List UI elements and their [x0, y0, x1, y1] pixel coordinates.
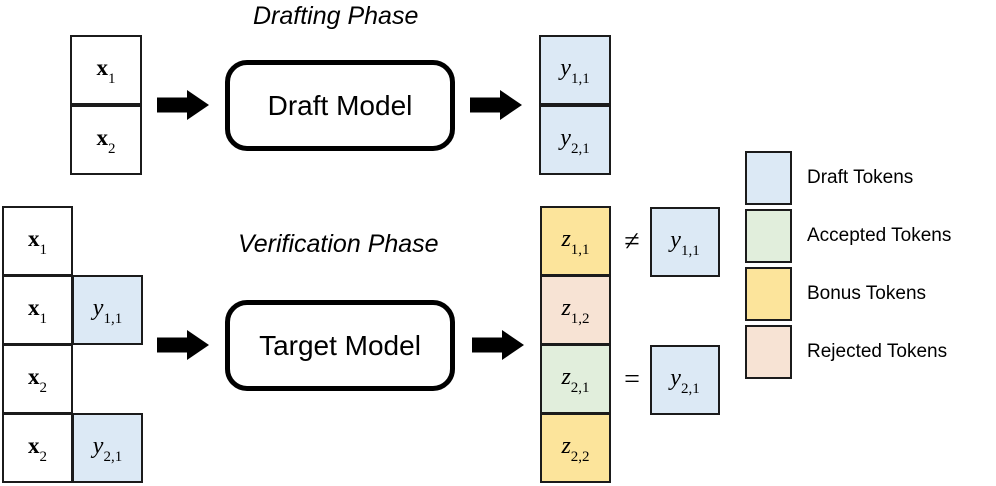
- token-label: z1,1: [561, 225, 590, 259]
- draft-model-box[interactable]: Draft Model: [225, 60, 455, 151]
- legend-label-bonus-tokens: Bonus Tokens: [807, 283, 927, 304]
- token-label: x1: [28, 294, 47, 328]
- token-label: y1,1: [92, 294, 123, 328]
- target-model-box[interactable]: Target Model: [225, 300, 455, 391]
- drafting-output-column: y1,1 y2,1: [539, 35, 611, 175]
- drafting-input-column: x1 x2: [70, 35, 142, 175]
- verification-output-cell-0: z1,1: [540, 206, 611, 276]
- token-label: y1,1: [560, 54, 590, 88]
- token-label: z2,2: [561, 432, 590, 466]
- verification-output-column: z1,1 z1,2 z2,1 z2,2: [540, 206, 611, 484]
- target-model-label: Target Model: [259, 329, 421, 361]
- arrow-target-input: [157, 330, 209, 360]
- verification-input-cell-1-left: x1: [2, 275, 73, 345]
- drafting-input-cell-1: x2: [70, 105, 142, 175]
- token-label: x2: [28, 432, 47, 466]
- legend-swatch-bonus-tokens: [745, 267, 792, 321]
- comparison-operator-0: ≠: [624, 226, 640, 257]
- verification-output-cell-1: z1,2: [540, 275, 611, 345]
- legend-swatch-accepted-tokens: [745, 209, 792, 263]
- legend-swatch-rejected-tokens: [745, 325, 792, 379]
- token-label: y2,1: [560, 124, 590, 158]
- token-label: x2: [96, 124, 116, 158]
- drafting-phase-title: Drafting Phase: [253, 2, 419, 30]
- arrow-draft-output: [470, 90, 522, 120]
- verification-input-cell-3-right: y2,1: [72, 413, 143, 483]
- legend-label-accepted-tokens: Accepted Tokens: [807, 225, 952, 246]
- draft-model-label: Draft Model: [267, 89, 413, 121]
- token-label: x1: [28, 225, 47, 259]
- verification-input-cell-3-left: x2: [2, 413, 73, 483]
- legend-label-draft-tokens: Draft Tokens: [807, 167, 914, 188]
- verification-input-cell-2-left: x2: [2, 344, 73, 414]
- legend-swatch-draft-tokens: [745, 151, 792, 205]
- legend-label-rejected-tokens: Rejected Tokens: [807, 341, 948, 362]
- drafting-output-cell-1: y2,1: [539, 105, 611, 175]
- legend: Draft Tokens Accepted Tokens Bonus Token…: [745, 151, 990, 381]
- drafting-output-cell-0: y1,1: [539, 35, 611, 105]
- token-label: y1,1: [670, 226, 700, 260]
- arrow-target-output: [472, 330, 524, 360]
- drafting-input-cell-0: x1: [70, 35, 142, 105]
- token-label: x1: [96, 54, 116, 88]
- token-label: z1,2: [561, 294, 590, 328]
- token-label: x2: [28, 363, 47, 397]
- verification-input-cell-1-right: y1,1: [72, 275, 143, 345]
- token-label: y2,1: [670, 364, 700, 398]
- token-label: z2,1: [561, 363, 590, 397]
- verification-output-cell-3: z2,2: [540, 413, 611, 483]
- verification-phase-title: Verification Phase: [238, 230, 439, 258]
- verification-input-grid: x1 x1 y1,1 x2 x2 y2,1: [2, 206, 144, 484]
- arrow-draft-input: [157, 90, 209, 120]
- verification-input-cell-0-left: x1: [2, 206, 73, 276]
- token-label: y2,1: [92, 432, 123, 466]
- comparison-cell-0: y1,1: [650, 207, 720, 277]
- comparison-operator-1: =: [624, 364, 640, 395]
- comparison-cell-1: y2,1: [650, 345, 720, 415]
- verification-output-cell-2: z2,1: [540, 344, 611, 414]
